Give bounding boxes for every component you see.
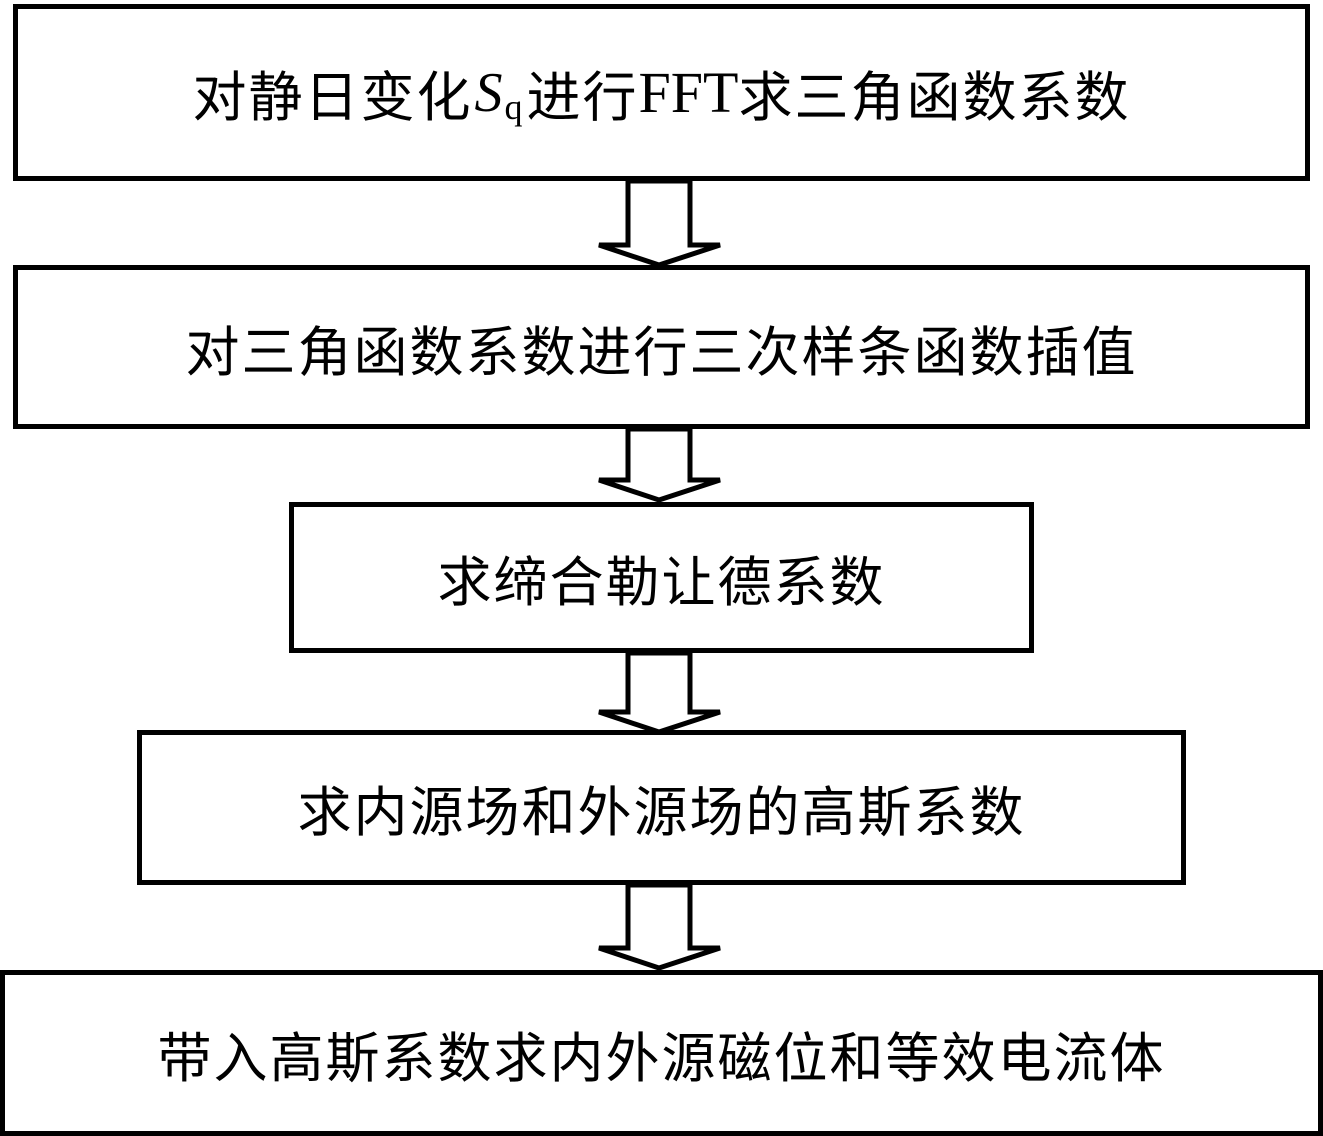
hollow-down-arrow-icon-1 — [598, 178, 721, 268]
step-5-label: 带入高斯系数求内外源磁位和等效电流体 — [157, 1026, 1166, 1090]
step-1-prefix: 对静日变化 — [192, 66, 473, 129]
step-4-label: 求内源场和外源场的高斯系数 — [297, 781, 1026, 844]
step-1-latin: FFT — [638, 60, 739, 125]
step-4-box: 求内源场和外源场的高斯系数 — [137, 730, 1186, 885]
step-1-symbol: S — [474, 61, 505, 124]
hollow-down-arrow-icon-4 — [598, 882, 721, 971]
step-1-suffix: 求三角函数系数 — [738, 66, 1131, 129]
hollow-down-arrow-icon-3 — [598, 650, 721, 735]
step-3-label: 求缔合勒让德系数 — [437, 551, 886, 614]
step-2-label: 对三角函数系数进行三次样条函数插值 — [185, 320, 1138, 384]
hollow-down-arrow-icon-2 — [598, 426, 721, 503]
step-1-middle: 进行 — [526, 66, 639, 129]
step-3-box: 求缔合勒让德系数 — [289, 502, 1034, 653]
step-5-box: 带入高斯系数求内外源磁位和等效电流体 — [0, 970, 1323, 1136]
step-1-subscript: q — [504, 86, 525, 127]
step-2-box: 对三角函数系数进行三次样条函数插值 — [13, 265, 1310, 429]
